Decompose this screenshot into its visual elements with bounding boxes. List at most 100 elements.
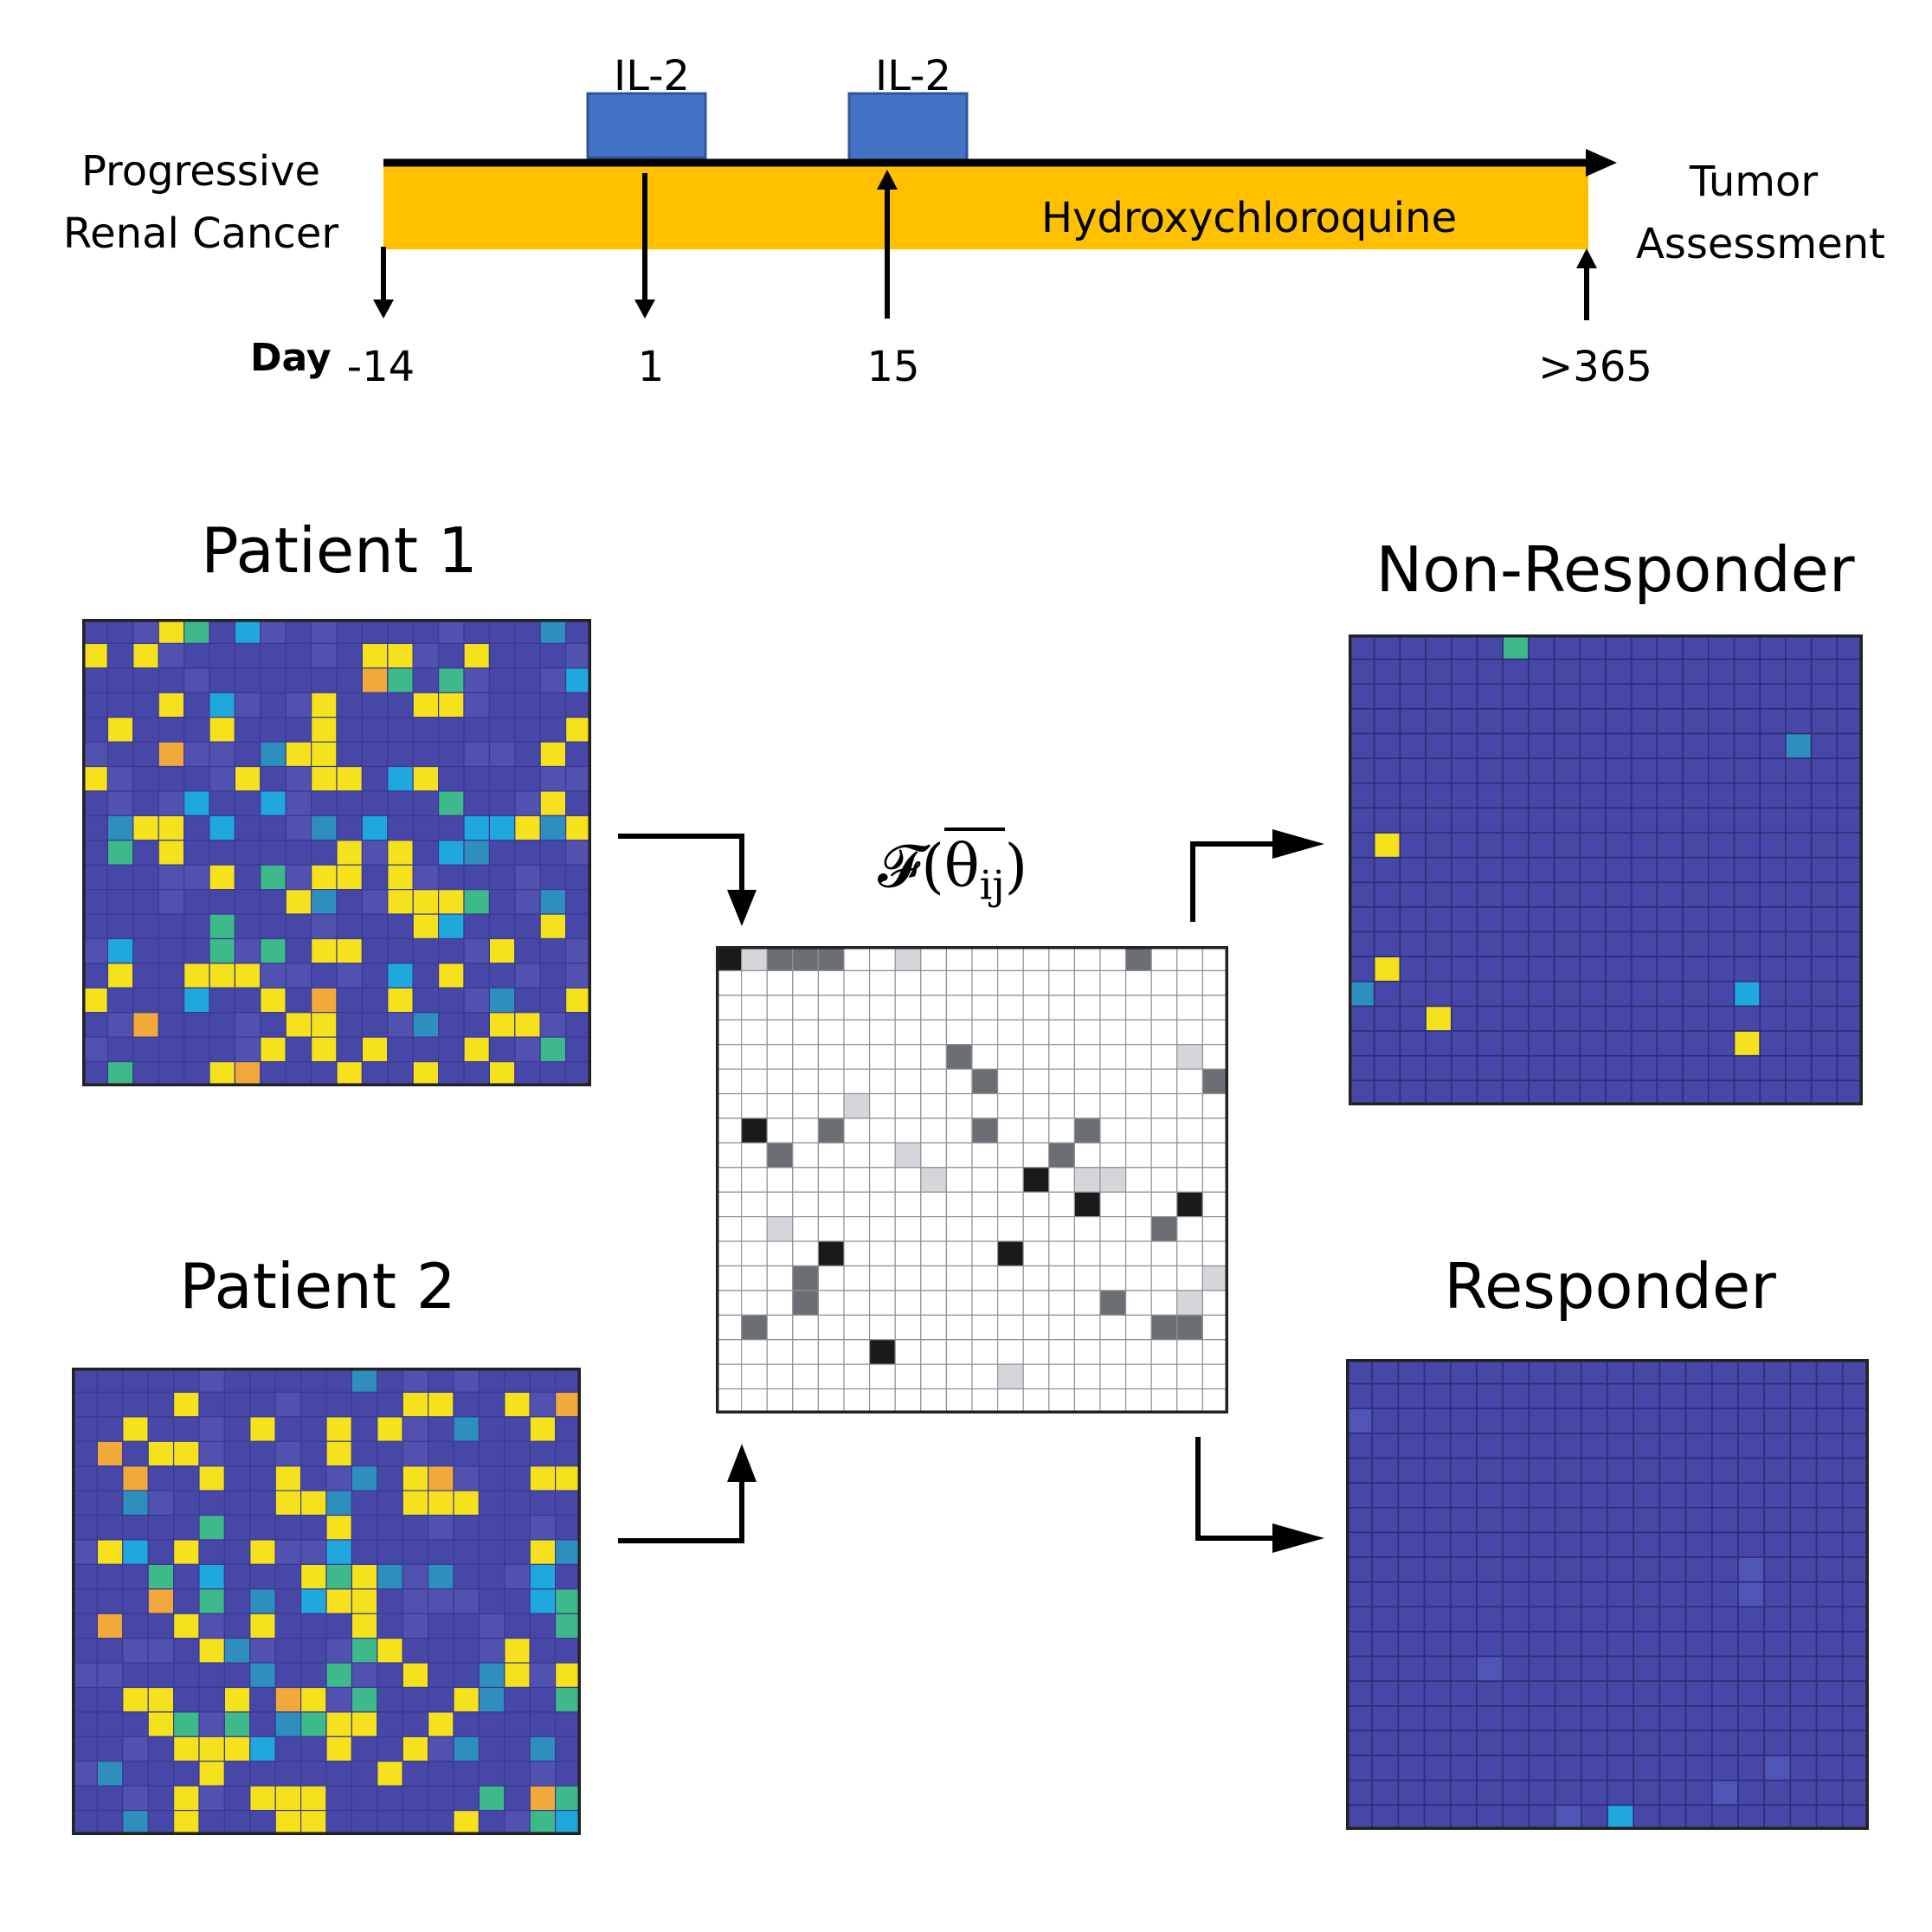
heatmap-cell: [72, 1638, 98, 1664]
heatmap-cell: [402, 1736, 429, 1762]
heatmap-cell: [1022, 1191, 1050, 1218]
heatmap-cell: [72, 1539, 98, 1565]
heatmap-cell: [82, 790, 108, 816]
heatmap-cell: [488, 1060, 516, 1086]
heatmap-cell: [1579, 1005, 1607, 1032]
heatmap-cell: [453, 1613, 480, 1639]
heatmap-cell: [1682, 981, 1710, 1008]
heatmap-cell: [147, 1662, 175, 1689]
heatmap-cell: [488, 913, 516, 940]
heatmap-cell: [209, 889, 235, 915]
heatmap-cell: [1397, 1804, 1426, 1830]
heatmap-cell: [198, 1638, 225, 1664]
heatmap-cell: [1763, 1482, 1792, 1509]
heatmap-cell: [122, 1465, 149, 1491]
heatmap-cell: [1450, 1680, 1478, 1707]
heatmap-cell: [1450, 1457, 1478, 1484]
heatmap-cell: [428, 1563, 454, 1590]
heatmap-cell: [554, 1736, 581, 1762]
heatmap-cell: [488, 937, 516, 964]
heatmap-cell: [817, 995, 845, 1021]
heatmap-cell: [453, 1686, 480, 1713]
heatmap-cell: [1201, 946, 1228, 972]
heatmap-cell: [529, 1662, 557, 1689]
heatmap-cell: [300, 1613, 327, 1639]
heatmap-cell: [1656, 1005, 1684, 1032]
heatmap-cell: [1528, 634, 1555, 660]
heatmap-cell: [1710, 1755, 1739, 1781]
heatmap-cell: [1841, 1680, 1869, 1707]
heatmap-cell: [1528, 1054, 1555, 1082]
heatmap-cell: [260, 840, 287, 866]
heatmap-cell: [1397, 1606, 1426, 1633]
heatmap-cell: [82, 717, 108, 743]
heatmap-cell: [1399, 832, 1426, 859]
heatmap-cell: [311, 619, 338, 645]
heatmap-cell: [183, 717, 210, 743]
heatmap-cell: [971, 1339, 999, 1365]
formula-f: 𝓕: [878, 833, 922, 901]
heatmap-cell: [1605, 1005, 1633, 1032]
heatmap-cell: [1841, 1606, 1869, 1633]
progressive-label: Progressive: [80, 147, 321, 196]
heatmap-cell: [72, 1809, 98, 1835]
heatmap-cell: [1476, 658, 1504, 686]
heatmap-cell: [402, 1588, 429, 1614]
heatmap-cell: [1656, 1079, 1684, 1105]
heatmap-cell: [325, 1391, 352, 1418]
heatmap-cell: [377, 1711, 403, 1737]
heatmap-cell: [1707, 832, 1736, 859]
heatmap-cell: [1371, 1680, 1400, 1707]
heatmap-cell: [1684, 1755, 1713, 1781]
heatmap-cell: [1759, 1005, 1787, 1032]
heatmap-cell: [1682, 881, 1710, 908]
heatmap-cell: [438, 717, 465, 743]
heatmap-cell: [412, 987, 440, 1014]
heatmap-cell: [1630, 956, 1658, 982]
heatmap-cell: [1841, 1531, 1869, 1558]
heatmap-cell: [1099, 1216, 1127, 1242]
heatmap-cell: [1684, 1606, 1713, 1633]
heatmap-cell: [1125, 1363, 1152, 1390]
heatmap-cell: [539, 889, 567, 915]
heatmap-cell: [843, 1092, 871, 1119]
heatmap-cell: [1423, 1359, 1452, 1385]
heatmap-cell: [1502, 683, 1530, 710]
heatmap-cell: [132, 790, 159, 816]
heatmap-cell: [716, 1363, 743, 1390]
heatmap-cell: [463, 913, 490, 940]
heatmap-cell: [741, 1216, 768, 1242]
heatmap-cell: [1789, 1531, 1818, 1558]
heatmap-cell: [402, 1686, 429, 1713]
heatmap-cell: [1423, 1631, 1452, 1658]
heatmap-cell: [412, 963, 440, 989]
heatmap-cell: [311, 937, 338, 964]
heatmap-cell: [1425, 881, 1452, 908]
heatmap-cell: [1733, 757, 1761, 784]
heatmap-cell: [1633, 1556, 1661, 1583]
heatmap-cell: [766, 1044, 794, 1070]
heatmap-cell: [1371, 1359, 1400, 1385]
heatmap-cell: [920, 995, 948, 1021]
heatmap-cell: [1099, 1068, 1127, 1095]
heatmap-cell: [1528, 732, 1555, 759]
nonresponder-heatmap: [1349, 634, 1863, 1105]
heatmap-cell: [428, 1809, 454, 1835]
responder-arrowhead: [1272, 1523, 1324, 1553]
heatmap-cell: [223, 1368, 251, 1394]
heatmap-cell: [997, 1314, 1024, 1341]
heatmap-cell: [1373, 832, 1401, 859]
heatmap-cell: [529, 1761, 557, 1787]
heatmap-cell: [325, 1416, 352, 1442]
heatmap-cell: [1815, 1655, 1844, 1683]
heatmap-cell: [514, 815, 541, 841]
heatmap-cell: [1099, 1142, 1127, 1169]
heatmap-cell: [766, 946, 794, 972]
tumor-label: Tumor: [1689, 158, 1819, 206]
heatmap-cell: [716, 1290, 743, 1316]
heatmap-cell: [1399, 634, 1426, 660]
heatmap-cell: [1579, 757, 1607, 784]
heatmap-cell: [716, 1240, 743, 1267]
heatmap-cell: [945, 1363, 973, 1390]
heatmap-cell: [504, 1613, 531, 1639]
